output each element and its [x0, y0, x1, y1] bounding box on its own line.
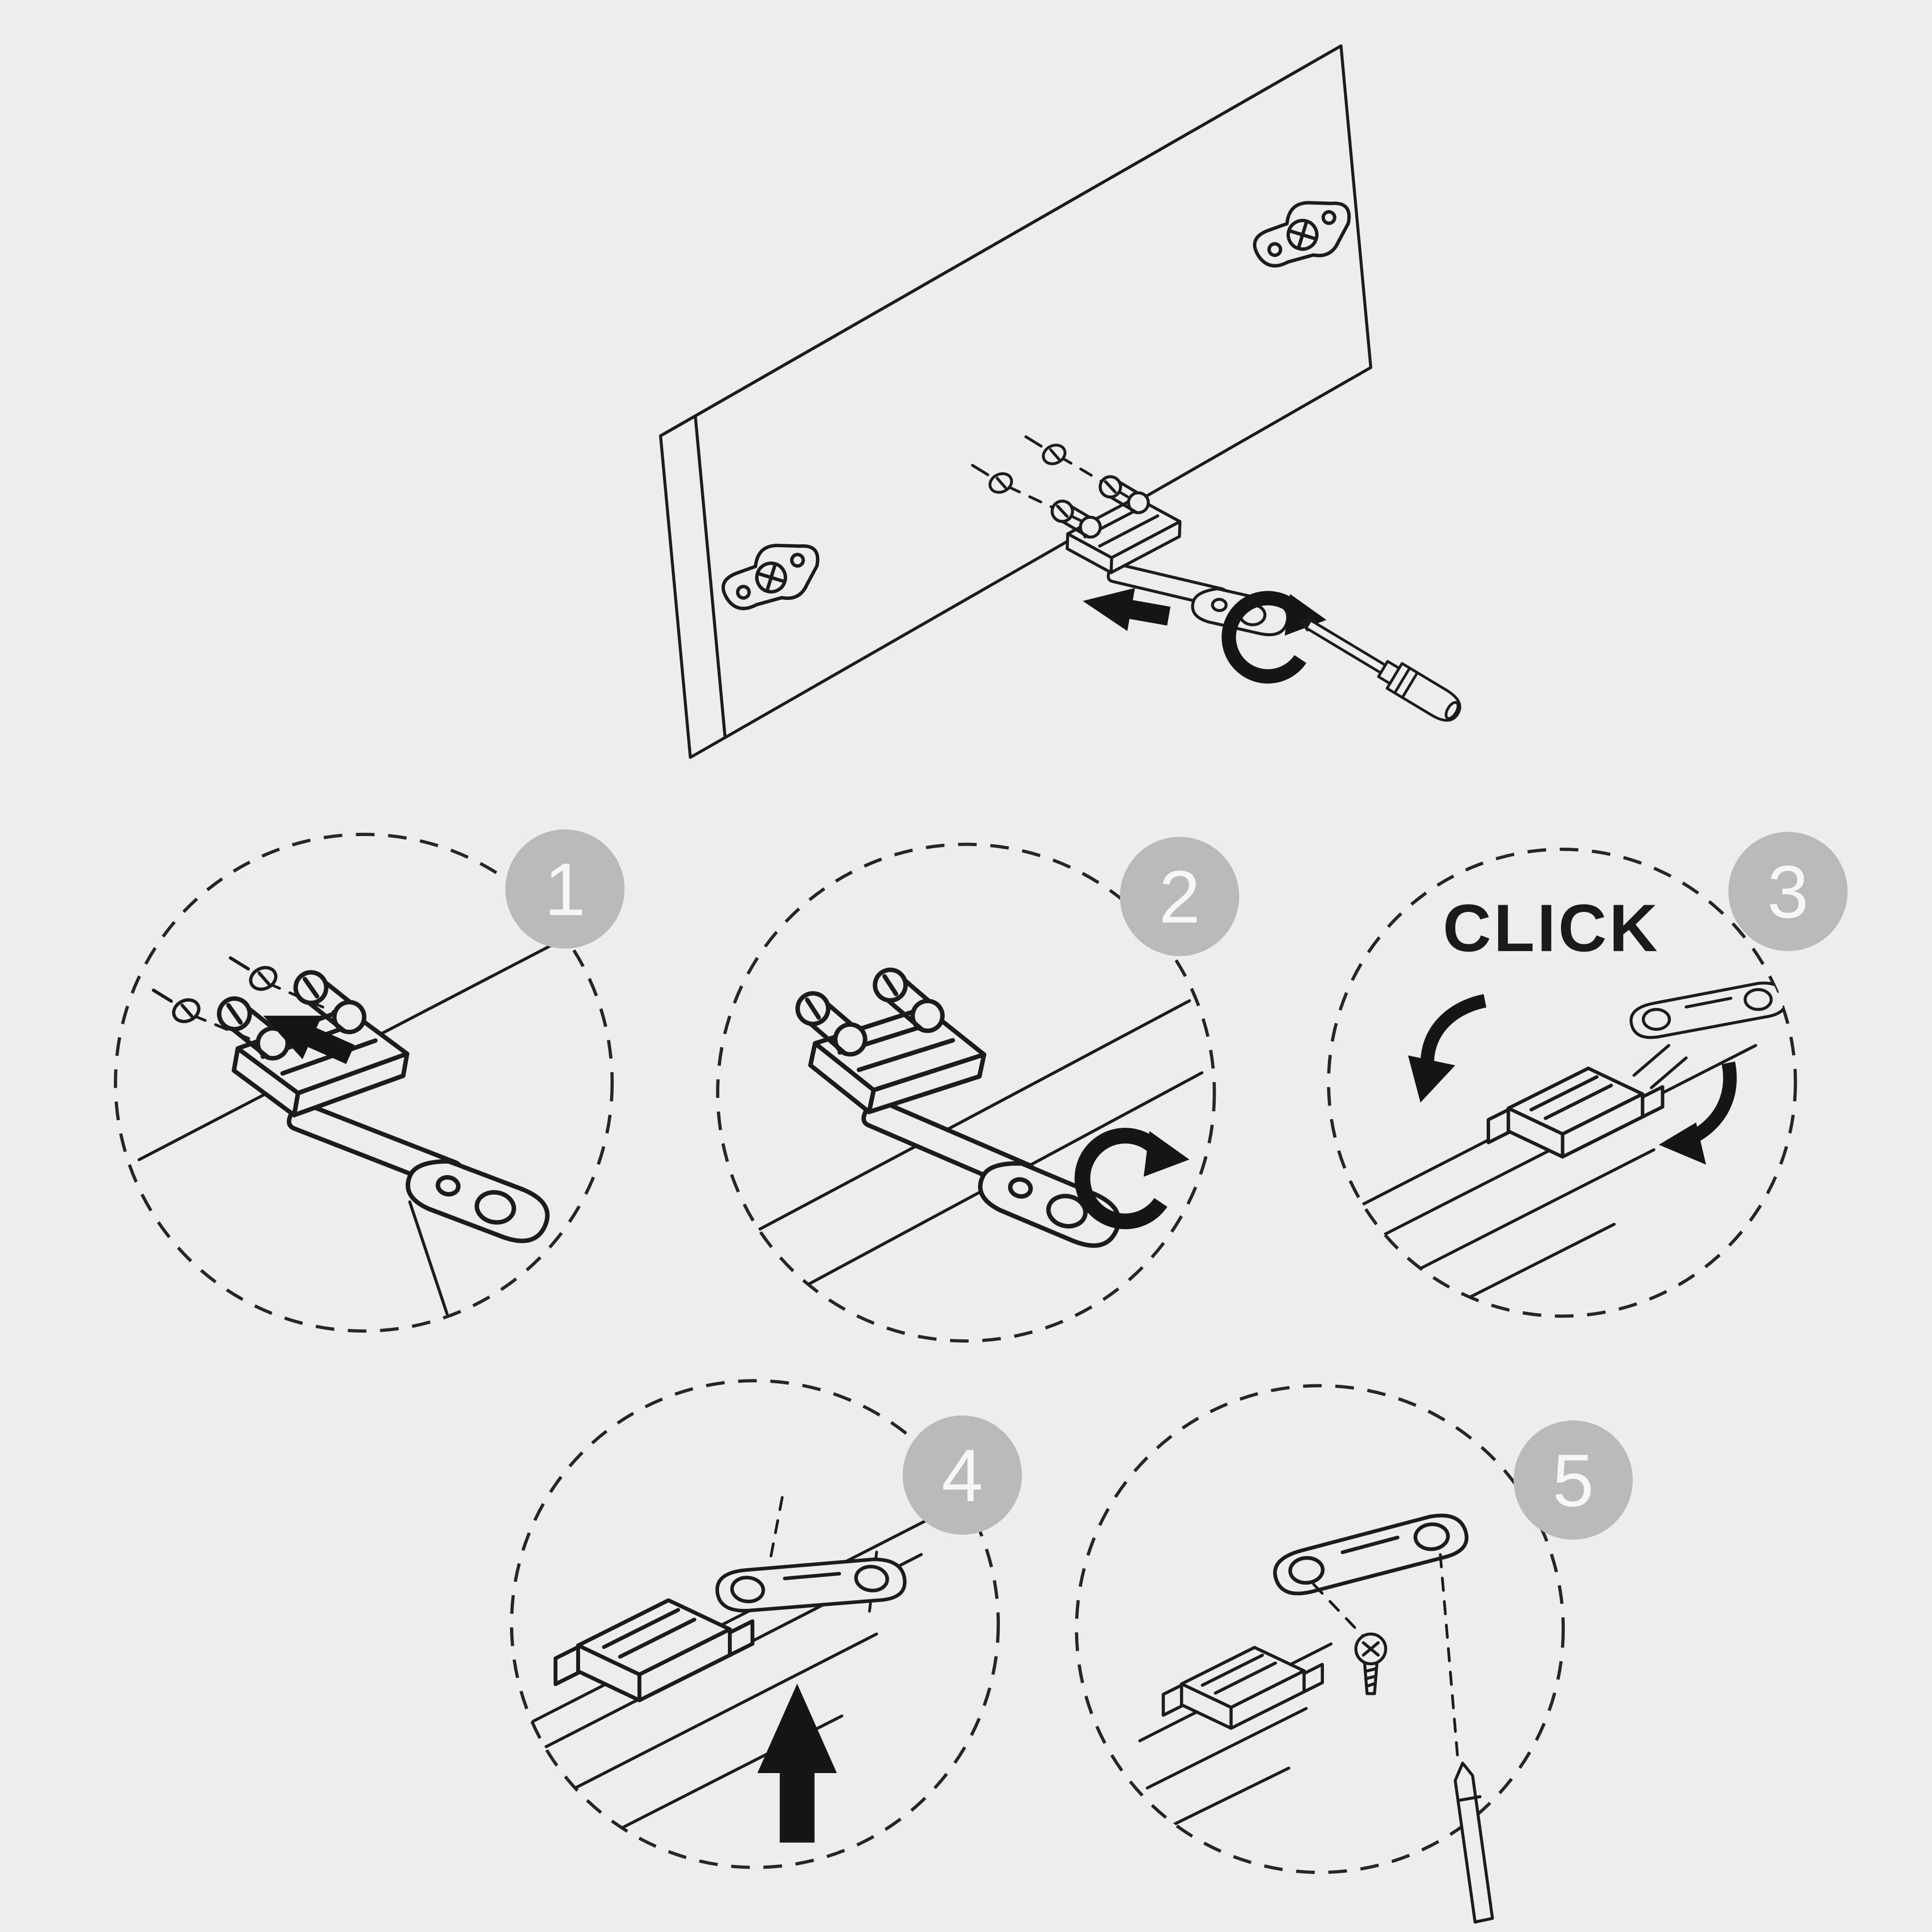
badge-circle	[505, 829, 625, 949]
click-label: CLICK	[1443, 891, 1660, 966]
step-1-boundary	[114, 833, 614, 1333]
step-5-detail: 5	[1075, 1384, 1633, 1924]
badge-circle	[1120, 837, 1239, 956]
pilot-hole-marks	[972, 437, 1129, 523]
cabinet-panel	[659, 44, 1373, 759]
snap-arrow-right-icon	[1659, 1061, 1737, 1165]
step-4-illustration	[512, 1486, 993, 1857]
badge-number: 5	[1552, 1438, 1594, 1522]
badge-number: 4	[941, 1434, 983, 1517]
step-3-detail: CLICK 3	[1327, 832, 1848, 1318]
step-1-badge: 1	[505, 829, 625, 949]
snap-arrow-left-icon	[1408, 994, 1487, 1103]
bradawl-icon	[1453, 1762, 1494, 1924]
step-2-boundary	[716, 842, 1216, 1343]
step-2-badge: 2	[1120, 837, 1239, 956]
step-5-badge: 5	[1513, 1420, 1633, 1540]
badge-number: 2	[1159, 855, 1200, 938]
step-1-illustration	[137, 932, 582, 1315]
badge-circle	[1513, 1420, 1633, 1540]
step-3-boundary	[1327, 848, 1797, 1318]
screw	[1354, 1632, 1387, 1695]
main-assembly-illustration	[659, 44, 1465, 759]
step-1-detail: 1	[114, 829, 625, 1333]
step-3-badge: 3	[1728, 832, 1848, 952]
badge-number: 1	[544, 848, 586, 931]
step-2-detail: 2	[716, 837, 1239, 1343]
step-5-boundary	[1075, 1384, 1565, 1874]
step-2-illustration	[753, 952, 1204, 1288]
step-4-badge: 4	[902, 1415, 1022, 1535]
badge-circle	[902, 1415, 1022, 1535]
badge-circle	[1728, 832, 1848, 952]
step-4-boundary	[510, 1379, 1000, 1869]
step-5-illustration	[1138, 1514, 1470, 1830]
badge-number: 3	[1767, 850, 1809, 934]
step-4-detail: 4	[510, 1379, 1022, 1869]
